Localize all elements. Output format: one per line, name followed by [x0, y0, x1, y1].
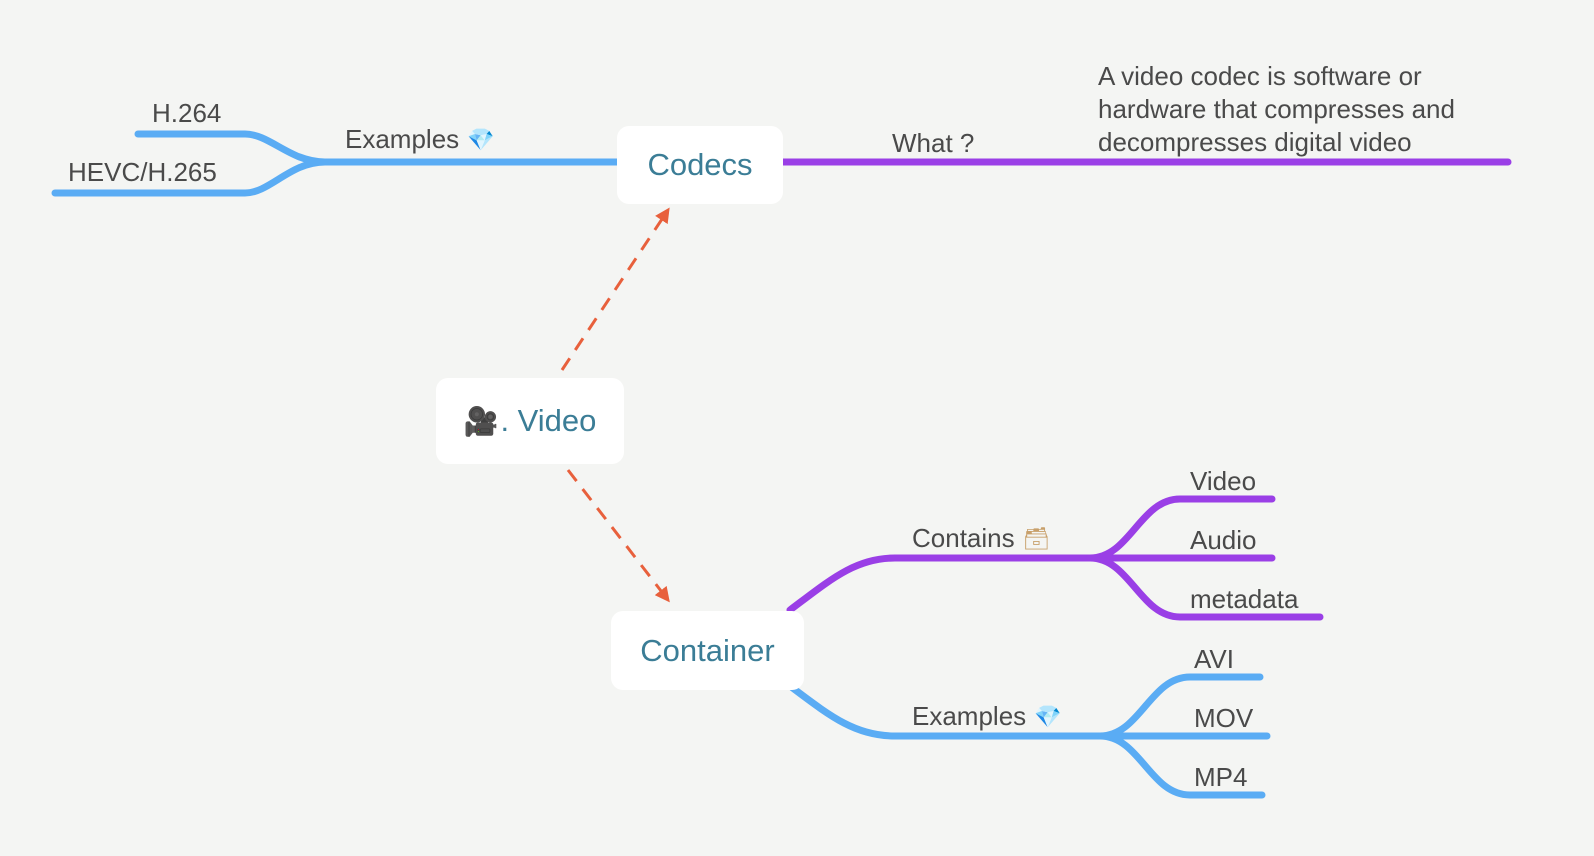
- container-example-item[interactable]: MP4: [1194, 762, 1248, 792]
- container-example-item[interactable]: MOV: [1194, 703, 1254, 733]
- topic-codecs-label: Codecs: [647, 147, 753, 182]
- container-contains-branch: [786, 495, 1324, 621]
- container-contains-label[interactable]: Contains 🗃: [912, 525, 1051, 551]
- central-topic-label: . Video: [500, 403, 597, 438]
- contains-item[interactable]: Audio: [1190, 525, 1257, 555]
- contains-item[interactable]: metadata: [1190, 584, 1299, 614]
- codecs-what-label[interactable]: What ?: [892, 128, 975, 158]
- topic-codecs[interactable]: Codecs: [617, 126, 783, 204]
- codecs-examples-branch: [51, 130, 622, 197]
- link-video-to-container[interactable]: [566, 469, 670, 603]
- container-contains-text: Contains: [912, 523, 1015, 553]
- codecs-example-item[interactable]: HEVC/H.265: [68, 157, 217, 187]
- contains-item[interactable]: Video: [1190, 466, 1257, 496]
- movie-camera-icon: 🎥: [463, 404, 499, 438]
- central-topic-video[interactable]: 🎥 . Video: [436, 378, 624, 464]
- gem-icon: 💎: [1034, 705, 1062, 730]
- topic-container-label: Container: [640, 632, 775, 668]
- codecs-examples-text: Examples: [345, 124, 460, 154]
- container-examples-text: Examples: [912, 701, 1027, 731]
- container-examples-branch: [786, 673, 1271, 799]
- link-video-to-codecs[interactable]: [560, 207, 670, 371]
- codecs-examples-label[interactable]: Examples 💎: [345, 126, 495, 152]
- codecs-what-description[interactable]: A video codec is software or hardware th…: [1098, 61, 1455, 157]
- codecs-example-item[interactable]: H.264: [152, 98, 222, 128]
- box-icon: 🗃: [1022, 527, 1051, 552]
- topic-container[interactable]: Container: [611, 611, 804, 690]
- gem-icon: 💎: [467, 128, 495, 153]
- container-example-item[interactable]: AVI: [1194, 644, 1234, 674]
- container-examples-label[interactable]: Examples 💎: [912, 703, 1062, 729]
